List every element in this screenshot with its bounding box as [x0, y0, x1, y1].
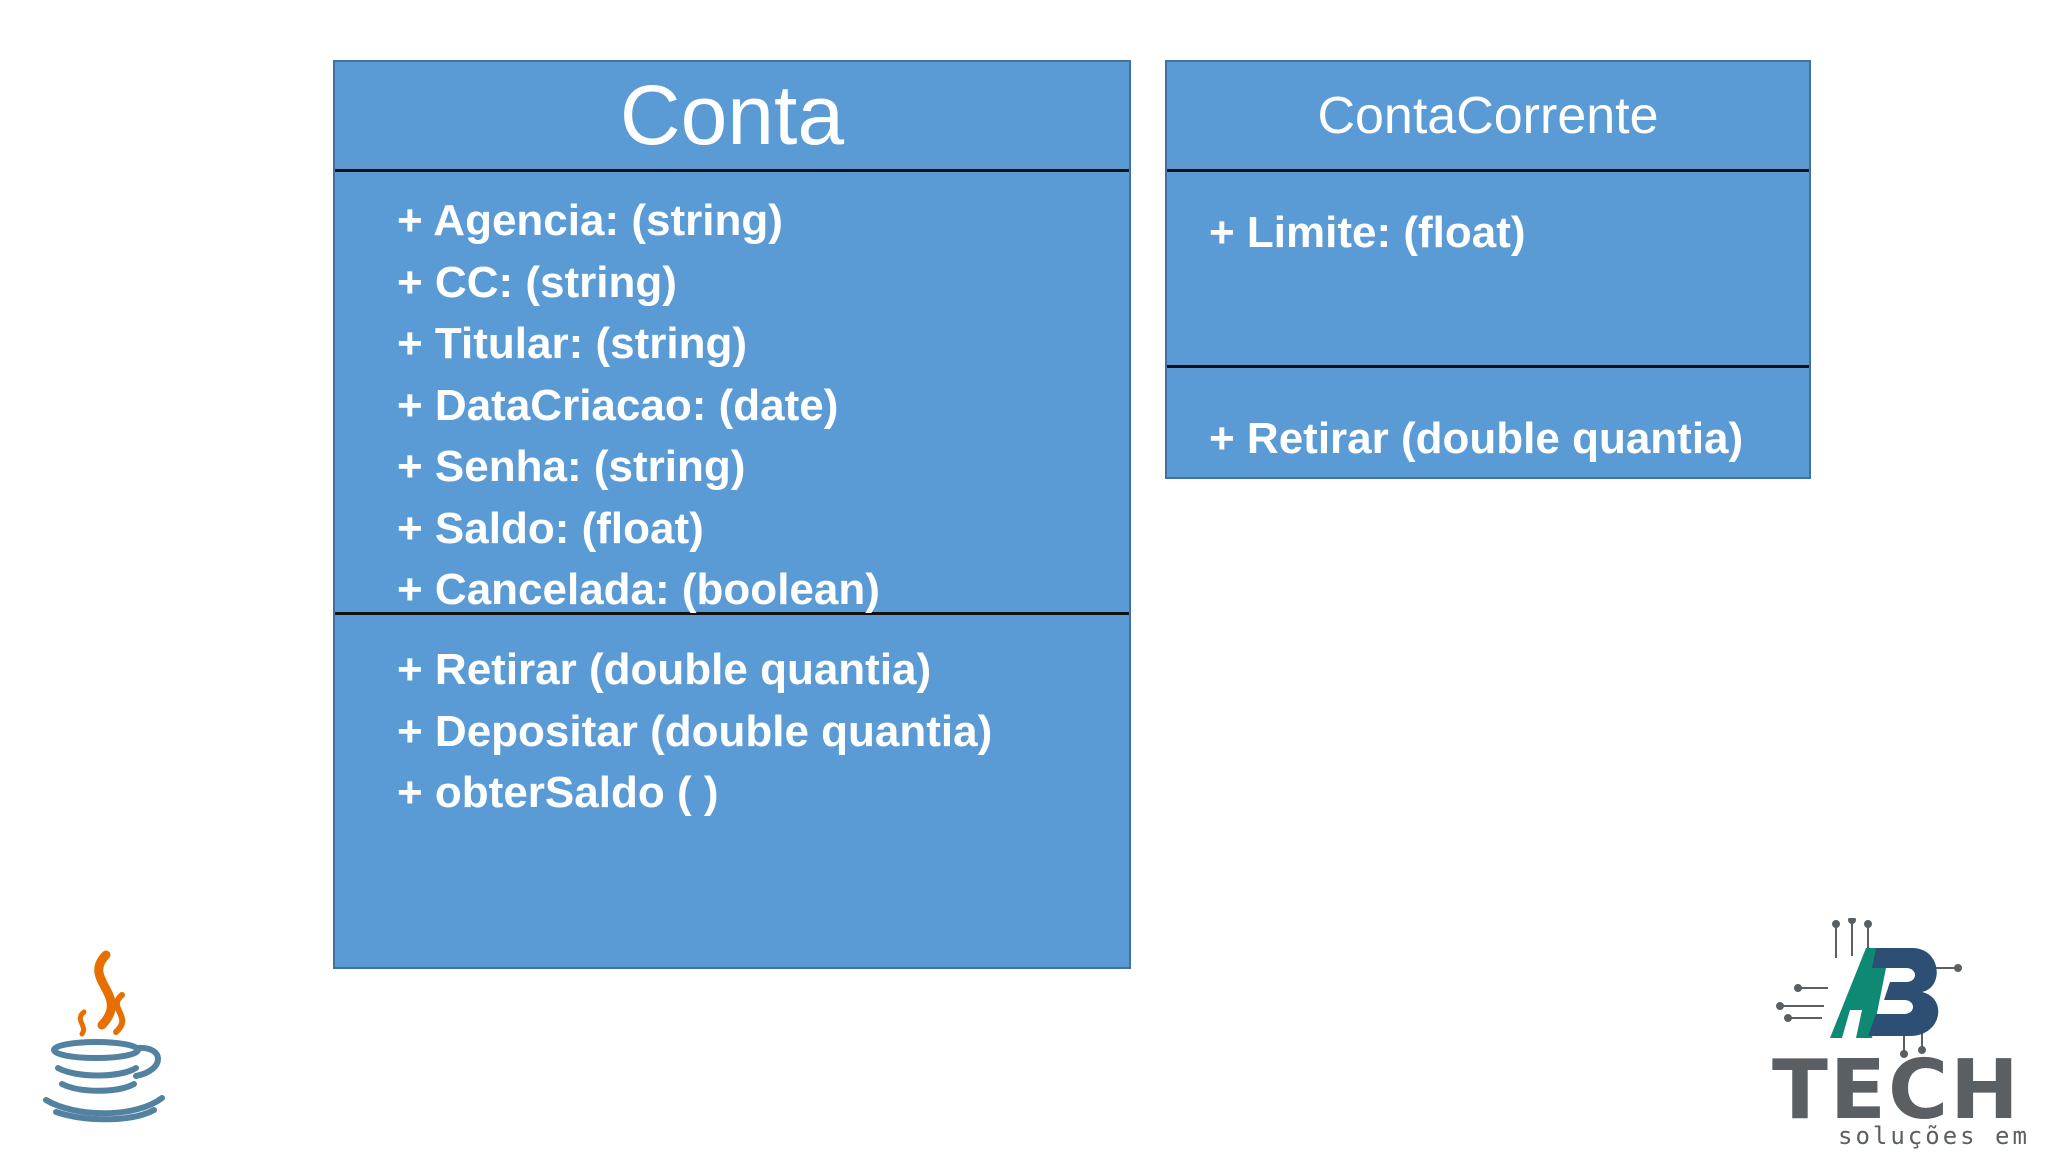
class-conta-corrente-name: ContaCorrente — [1167, 62, 1809, 172]
attribute: + Limite: (float) — [1209, 208, 1526, 257]
brand-name: TECH — [1772, 1043, 2021, 1138]
class-conta: Conta + Agencia: (string) + CC: (string)… — [333, 60, 1131, 969]
method: + Retirar (double quantia) — [397, 645, 932, 694]
class-conta-attributes: + Agencia: (string) + CC: (string) + Tit… — [335, 172, 1129, 615]
java-logo-icon — [36, 950, 172, 1125]
method: + Retirar (double quantia) — [1209, 414, 1744, 463]
class-conta-corrente-methods: + Retirar (double quantia) — [1167, 368, 1809, 477]
method: + obterSaldo ( ) — [397, 768, 719, 817]
class-conta-corrente-attributes: + Limite: (float) — [1167, 172, 1809, 368]
attribute: + Cancelada: (boolean) — [397, 565, 880, 614]
method: + Depositar (double quantia) — [397, 706, 993, 756]
ab-tech-logo: TECH soluções em ti — [1772, 916, 2048, 1152]
ab-tech-logo-icon — [1776, 916, 1962, 1058]
attribute: + CC: (string) — [397, 257, 677, 307]
class-conta-name: Conta — [335, 62, 1129, 172]
attribute: + DataCriacao: (date) — [397, 380, 839, 430]
attribute: + Senha: (string) — [397, 442, 746, 491]
brand-tagline: soluções em ti — [1838, 1122, 2048, 1150]
class-conta-corrente: ContaCorrente + Limite: (float) + Retira… — [1165, 60, 1811, 479]
attribute: + Titular: (string) — [397, 319, 747, 368]
class-conta-methods: + Retirar (double quantia) + Depositar (… — [335, 615, 1129, 967]
attribute: + Agencia: (string) — [397, 196, 783, 245]
attribute: + Saldo: (float) — [397, 503, 704, 553]
